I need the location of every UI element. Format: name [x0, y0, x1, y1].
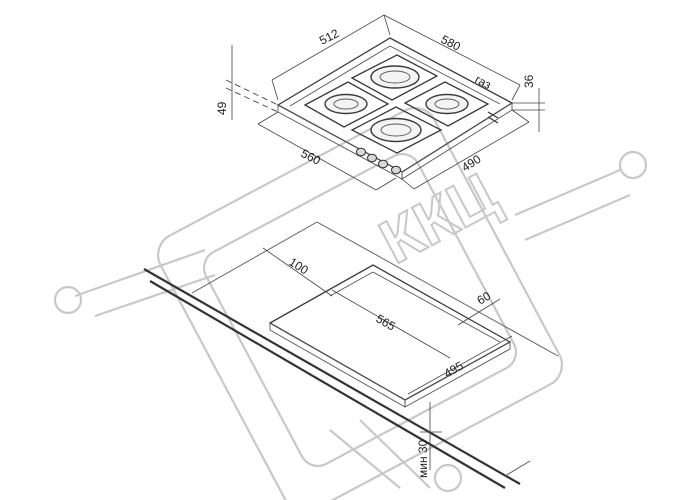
burner-back: [350, 54, 439, 101]
label-100: 100: [286, 255, 311, 278]
burner-front: [350, 106, 443, 154]
label-36: 36: [522, 74, 536, 88]
dimension-labels: 512 580 газ 36 49 560 490 100 565 60 495…: [215, 26, 536, 478]
knob-2: [367, 153, 377, 163]
label-512: 512: [317, 26, 341, 48]
gas-inlet: [487, 111, 499, 124]
label-580: 580: [439, 32, 463, 54]
cutout: [268, 264, 512, 408]
dimension-lines-hob: [225, 14, 545, 191]
dimension-lines-cutout: [262, 247, 513, 470]
knob-4: [391, 165, 401, 175]
countertop: [143, 221, 559, 489]
control-knobs: [356, 147, 401, 175]
label-min-30: мин 30: [416, 439, 430, 478]
burner-left: [303, 81, 390, 128]
label-49: 49: [215, 101, 229, 115]
watermark-logo: ККЦ: [53, 107, 648, 500]
burner-right: [403, 81, 490, 127]
label-565: 565: [374, 311, 399, 333]
label-gas: газ: [473, 72, 494, 92]
watermark-text: ККЦ: [369, 160, 508, 278]
label-60: 60: [475, 289, 494, 308]
knob-3: [378, 159, 388, 169]
knob-1: [356, 147, 366, 157]
